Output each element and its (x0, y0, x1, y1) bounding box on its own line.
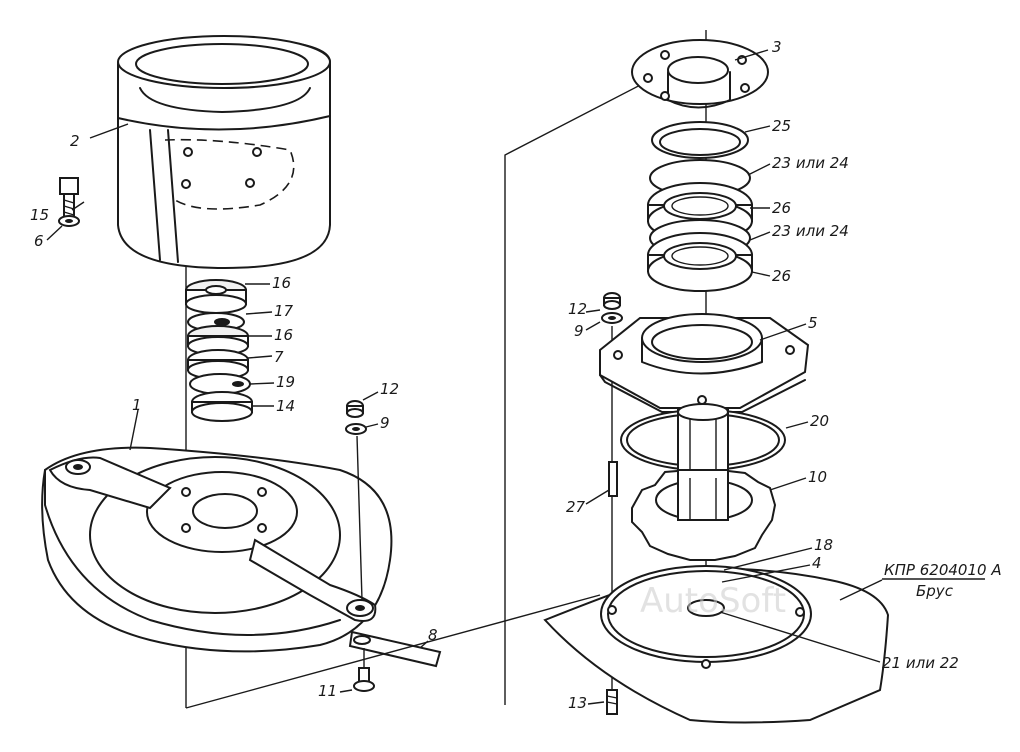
label-part-6: 6 (34, 232, 44, 250)
ring-part-25 (651, 121, 749, 159)
label-part-9-right: 9 (574, 322, 584, 340)
bolt-part-15 (59, 177, 79, 219)
label-part-2: 2 (70, 132, 80, 150)
leader-lines (46, 49, 883, 705)
washer-part-9-right (601, 312, 623, 324)
bolt-part-13 (606, 689, 618, 715)
label-part-26-lower: 26 (772, 267, 791, 285)
label-part-16-bottom: 16 (274, 326, 293, 344)
label-part-1: 1 (132, 396, 142, 414)
label-part-18: 18 (814, 536, 833, 554)
connector-line-bottom (185, 594, 601, 709)
label-part-11: 11 (318, 682, 337, 700)
label-part-13: 13 (568, 694, 587, 712)
nut-part-12-left (346, 400, 364, 418)
flange-part-3 (631, 39, 769, 109)
washer-part-9-left (345, 423, 367, 435)
label-part-17: 17 (274, 302, 294, 320)
note-part-number: КПР 6204010 А (884, 561, 1002, 579)
blade-part-8 (348, 630, 442, 668)
note-brus: Брус (916, 582, 954, 600)
label-part-21: 21 или 22 (882, 654, 959, 672)
label-part-27: 27 (566, 498, 586, 516)
label-part-10: 10 (808, 468, 827, 486)
housing-cylinder-part-2 (117, 35, 331, 270)
label-part-7: 7 (274, 348, 284, 366)
sprocket-part-10 (631, 469, 777, 561)
housing-flange-part-5 (599, 313, 810, 413)
label-part-19: 19 (276, 373, 295, 391)
label-part-26-upper: 26 (772, 199, 791, 217)
base-plate-part-1 (41, 446, 393, 653)
label-part-3: 3 (772, 38, 782, 56)
label-part-16-top: 16 (272, 274, 291, 292)
label-part-12-left: 12 (380, 380, 399, 398)
label-part-23-upper: 23 или 24 (772, 154, 849, 172)
bolt-part-11 (353, 667, 375, 692)
label-part-12-right: 12 (568, 300, 587, 318)
cover-plate-part-21 (600, 565, 812, 669)
label-part-14: 14 (276, 397, 295, 415)
label-part-25: 25 (772, 117, 791, 135)
washer-part-6 (58, 215, 80, 227)
watermark: AutoSoft (640, 581, 786, 621)
label-part-15: 15 (30, 206, 49, 224)
label-part-4: 4 (812, 554, 822, 572)
bearing-stack-left (185, 279, 253, 422)
label-part-9-left: 9 (380, 414, 390, 432)
label-part-20: 20 (810, 412, 829, 430)
nut-part-12-right (603, 292, 621, 310)
label-part-8: 8 (428, 626, 438, 644)
pin-part-27 (608, 461, 618, 497)
bearing-part-26-lower (647, 219, 753, 292)
label-part-23-lower: 23 или 24 (772, 222, 849, 240)
connector-line-top (504, 79, 651, 705)
label-part-5: 5 (808, 314, 818, 332)
